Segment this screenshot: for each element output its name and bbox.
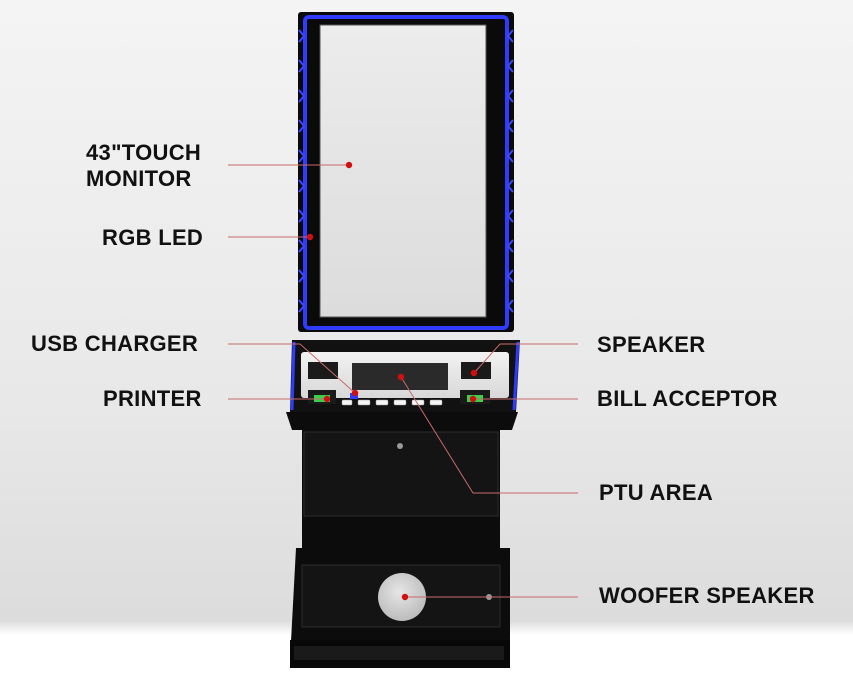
label-woofer-speaker: WOOFER SPEAKER [599,583,815,608]
label-speaker: SPEAKER [597,332,706,357]
leader-speaker [473,343,578,374]
dot-touch-monitor [345,161,353,169]
label-touch-monitor: 43"TOUCH MONITOR [86,140,202,191]
button-row [341,399,443,406]
plinth-kick [294,646,504,660]
dot-rgb-led [306,233,314,241]
label-bill-acceptor: BILL ACCEPTOR [597,386,778,411]
label-ptu-area: PTU AREA [599,480,714,505]
base-cabinet [286,412,518,668]
label-rgb-led: RGB LED [102,225,204,250]
dot-speaker [470,369,478,377]
callout-dots [306,161,478,601]
dot-woofer-speaker [401,593,409,601]
upper-door-lock [397,443,403,449]
touch-monitor [298,12,514,332]
speaker-grille-left [308,362,338,379]
deck-led-left [290,341,296,411]
dot-usb-charger [351,389,359,397]
leader-usb-charger [228,343,356,394]
label-printer: PRINTER [103,386,202,411]
led-chevrons-left [298,29,306,313]
label-usb-charger: USB CHARGER [31,331,199,356]
dot-printer [323,395,331,403]
leader-lines [228,164,578,598]
control-deck [290,340,520,412]
led-chevrons-right [506,29,514,313]
dot-bill-acceptor [469,395,477,403]
dot-ptu-area [397,373,405,381]
rgb-led-strip [303,15,509,330]
leader-ptu-area [400,376,578,494]
monitor-screen [319,24,487,318]
